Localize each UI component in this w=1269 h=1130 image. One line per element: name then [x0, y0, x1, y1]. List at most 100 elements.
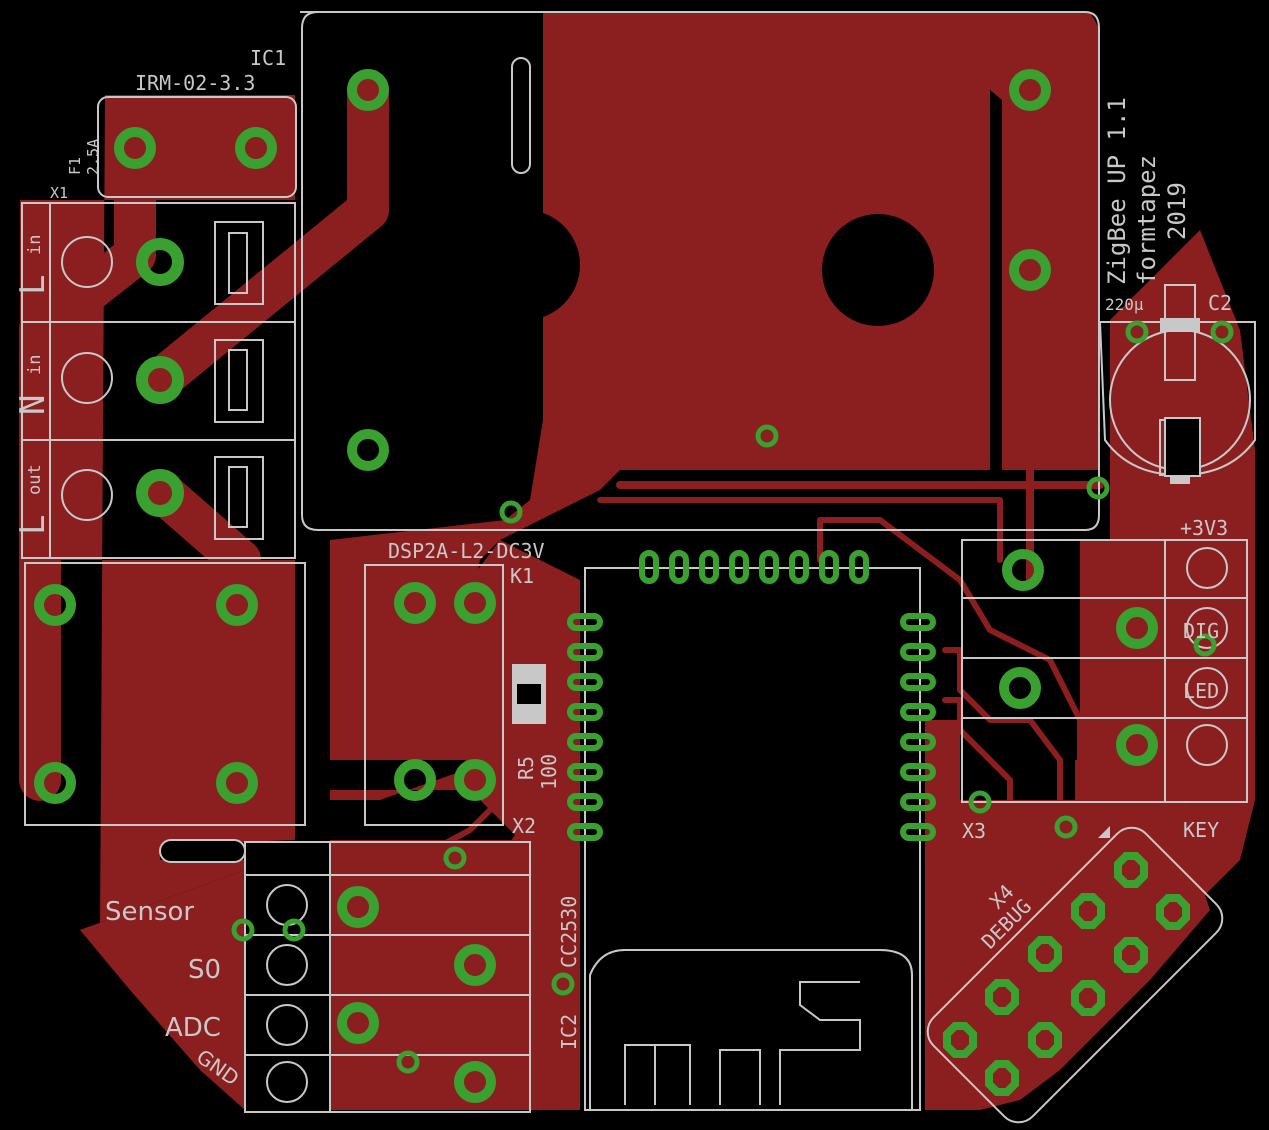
via	[1086, 476, 1110, 500]
f1-outline	[24, 562, 306, 826]
relay-outline	[300, 11, 1100, 531]
mounting-hole-left	[470, 210, 580, 320]
trace-x3-2	[817, 517, 1083, 783]
x3-ref: X3	[962, 819, 986, 843]
pad-relay-4	[1009, 249, 1051, 291]
x4-outline	[926, 826, 1224, 1124]
c2-value: 220µ	[1105, 295, 1144, 314]
x2-ref: X2	[512, 814, 536, 838]
pad-x2-b	[454, 944, 496, 986]
x3-pin-3v3: +3V3	[1180, 516, 1228, 540]
x1-ref: X1	[50, 184, 68, 202]
ic1-value: IRM-02-3.3	[135, 71, 255, 95]
via	[282, 918, 306, 942]
x4-pads	[943, 852, 1190, 1096]
c2-ref: C2	[1208, 291, 1232, 315]
pad-x1-1	[136, 238, 184, 286]
pad-x3-a	[1002, 549, 1044, 591]
f1-ref: F1	[66, 157, 84, 175]
pad-x3-d	[1116, 724, 1158, 766]
ic1-ref: IC1	[250, 46, 286, 70]
ic2-left-pads	[567, 613, 603, 841]
k1-value: DSP2A-L2-DC3V	[388, 539, 545, 563]
pad-k1-2	[454, 582, 496, 624]
k1-outline	[364, 564, 504, 826]
terminal-l-in: L	[13, 275, 53, 295]
terminal-n-in-sub: in	[25, 355, 45, 375]
trace-x2-1	[337, 617, 503, 903]
trace-debug	[942, 697, 1013, 1043]
x2-outline	[244, 841, 531, 1113]
pads	[34, 69, 1234, 1103]
ic2-clearance	[585, 568, 920, 1108]
terminal-l-out: L	[13, 515, 53, 535]
x3-pin-led: LED	[1183, 679, 1219, 703]
x3-pin-key: KEY	[1183, 818, 1219, 842]
via	[396, 1050, 420, 1074]
r5-ref: R5	[514, 756, 538, 780]
pad-f1-2	[216, 584, 258, 626]
board-title: ZigBee UP 1.1	[1103, 97, 1131, 285]
x1-screw-1	[214, 221, 264, 305]
ic2-top-pads	[639, 550, 869, 584]
slot-cutout	[511, 57, 531, 174]
x3-pin-dig: DIG	[1183, 619, 1219, 643]
terminal-n-in: N	[13, 395, 53, 415]
x1-outline	[21, 202, 296, 559]
via	[1193, 633, 1217, 657]
pad-k1-1	[394, 582, 436, 624]
pad-f1-3	[34, 762, 76, 804]
pad-f1-1	[34, 584, 76, 626]
via	[551, 972, 575, 996]
ic1-outline	[97, 96, 297, 198]
copper-zone-left	[20, 95, 295, 1060]
pad-relay-2	[347, 429, 389, 471]
via	[1054, 815, 1078, 839]
ic2-antenna-outline	[589, 949, 913, 1110]
trace-x2-2	[407, 617, 548, 1063]
ic2-ref: IC2	[557, 1014, 581, 1050]
via	[968, 790, 992, 814]
slot-bottom-left	[159, 839, 246, 863]
via	[443, 846, 467, 870]
pad-x2-d	[454, 1061, 496, 1103]
x1-screw-3	[214, 456, 264, 540]
mounting-hole-right	[822, 214, 934, 326]
via	[231, 918, 255, 942]
r5-value: 100	[537, 754, 561, 790]
trace-n-in	[139, 69, 389, 401]
pad-ic1-2	[235, 127, 277, 169]
clearance-layer	[470, 57, 1075, 1108]
pad-x3-c	[999, 667, 1041, 709]
board-author: formtapez	[1133, 155, 1161, 285]
pad-f1-4	[216, 762, 258, 804]
k1-ref: K1	[510, 564, 534, 588]
trace-l-in	[19, 127, 156, 801]
terminal-l-in-sub: in	[25, 235, 45, 255]
board-year: 2019	[1163, 182, 1191, 240]
via	[1210, 320, 1234, 344]
x2-pin-adc: ADC	[165, 1013, 221, 1043]
ic2-antenna-trace	[624, 981, 861, 1105]
silkscreen	[21, 11, 1256, 1124]
via	[755, 424, 779, 448]
terminal-l-out-sub: out	[25, 464, 45, 495]
copper-zone-bottom-left	[80, 840, 530, 1110]
via	[499, 500, 523, 524]
pad-ic1-1	[114, 127, 156, 169]
f1-value: 2.5A	[84, 139, 102, 175]
pad-x1-2	[136, 356, 184, 404]
x2-pin-s0: S0	[188, 955, 221, 985]
trace-x3-1	[942, 647, 1143, 843]
trace-l-out	[139, 469, 261, 801]
x3-outline	[961, 539, 1248, 803]
x2-pin-sensor: Sensor	[105, 897, 194, 927]
ic2-value: CC2530	[557, 896, 581, 968]
silkscreen-text: IC1 IRM-02-3.3 F1 2.5A X1 L in N in L ou…	[13, 46, 1232, 1090]
ic2-right-pads	[900, 613, 936, 841]
pad-relay-3	[1009, 69, 1051, 111]
pad-x1-3	[136, 469, 184, 517]
pad-k1-3	[394, 759, 436, 801]
copper-zone-relay	[330, 12, 1100, 760]
